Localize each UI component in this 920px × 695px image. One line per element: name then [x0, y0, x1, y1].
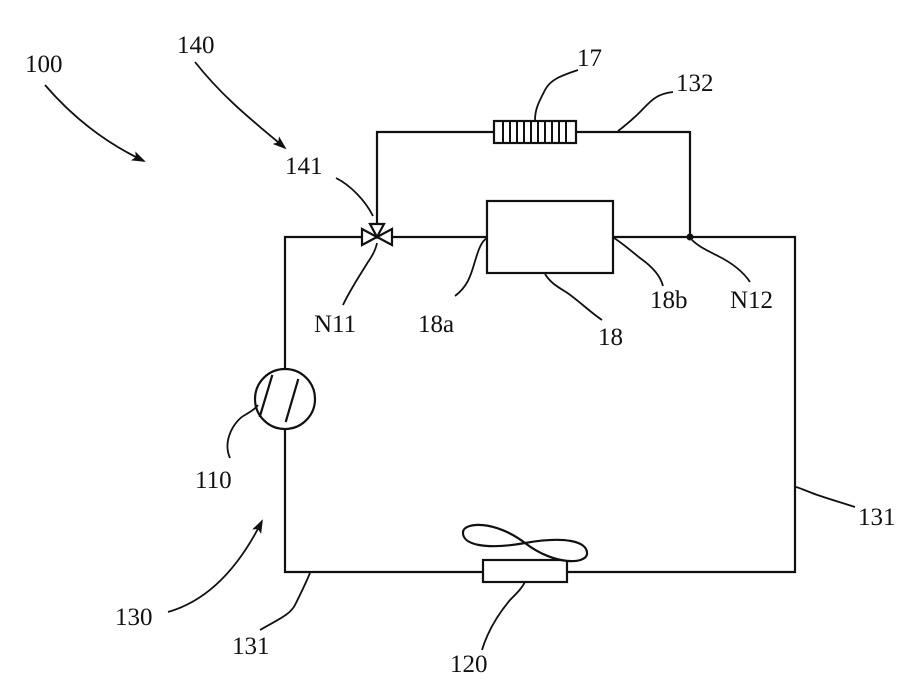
- label-n12: N12: [730, 287, 773, 314]
- arrow-100: [45, 85, 144, 161]
- compressor-icon: [255, 369, 315, 429]
- heater-coil-icon: [494, 121, 576, 143]
- leader-132: [618, 92, 673, 131]
- fan-icon: [463, 525, 587, 582]
- label-18b: 18b: [650, 287, 688, 314]
- leader-n11: [343, 243, 377, 305]
- junction-dot: [687, 234, 694, 241]
- label-17: 17: [577, 45, 602, 72]
- label-100: 100: [25, 51, 63, 78]
- label-140: 140: [177, 32, 215, 59]
- pipe-bottom-left: [285, 428, 483, 572]
- label-n11: N11: [314, 311, 356, 338]
- pipe-left-upper: [285, 237, 362, 370]
- labels: 100 140 141 17 132 N11 18a 18 18b N12 11…: [25, 32, 896, 678]
- leader-131-bottom: [260, 573, 310, 630]
- arrow-130: [168, 521, 262, 612]
- label-18: 18: [598, 324, 623, 351]
- indicator-arrows: [45, 62, 285, 612]
- label-18a: 18a: [418, 311, 454, 338]
- main-pipes: [285, 237, 795, 572]
- label-110: 110: [195, 467, 232, 494]
- label-130: 130: [115, 604, 153, 631]
- label-131-bottom: 131: [232, 633, 270, 660]
- label-141: 141: [285, 153, 323, 180]
- leader-18b: [614, 238, 663, 286]
- label-131-right: 131: [858, 504, 896, 531]
- leader-18: [545, 274, 602, 320]
- leader-131-right: [796, 487, 855, 507]
- leader-110: [228, 405, 258, 458]
- arrow-140: [195, 62, 285, 148]
- leader-120: [482, 582, 525, 650]
- bypass-left-segment: [377, 132, 494, 225]
- leader-n12: [692, 240, 750, 282]
- label-132: 132: [676, 70, 714, 97]
- leader-17: [535, 70, 578, 120]
- label-120: 120: [450, 651, 488, 678]
- leader-141: [336, 178, 373, 216]
- three-way-valve-icon: [362, 224, 392, 245]
- component-box: [487, 201, 613, 273]
- leader-18a: [455, 238, 487, 296]
